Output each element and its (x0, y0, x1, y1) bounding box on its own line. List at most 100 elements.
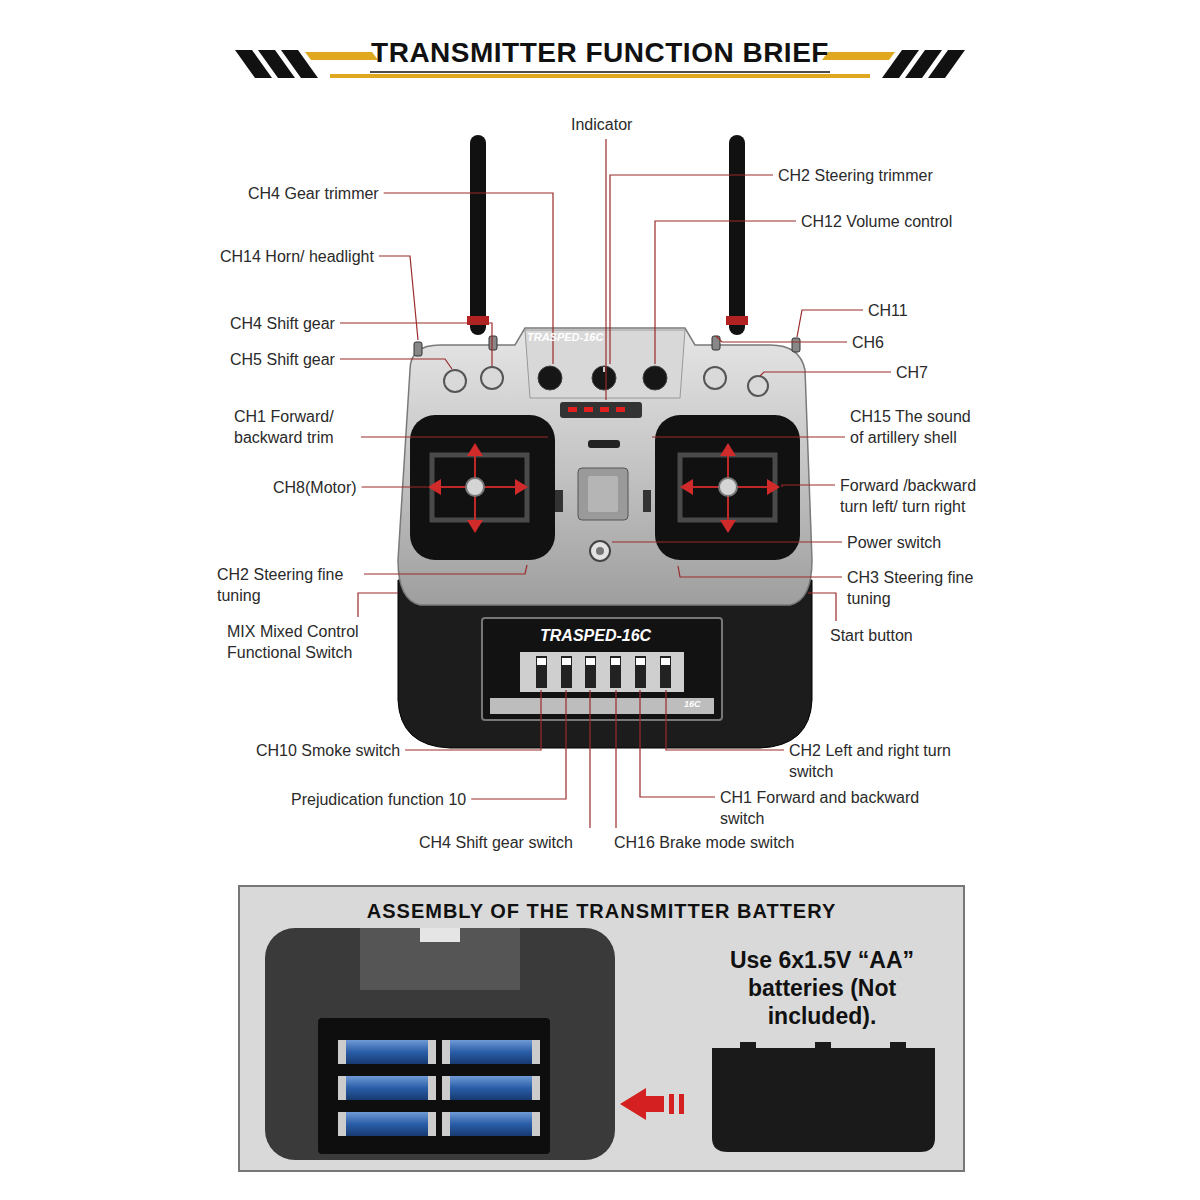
drawn-polygon (428, 479, 441, 495)
drawn-rect (562, 658, 571, 665)
leader-line (605, 139, 606, 400)
drawn-path (398, 328, 812, 605)
battery-panel (238, 885, 965, 1172)
drawn-rect (669, 1094, 674, 1114)
drawn-rect (432, 455, 527, 520)
drawn-rect (890, 1042, 906, 1050)
panel-note: Use 6x1.5V “AA” batteries (Not included)… (702, 946, 942, 1030)
drawn-rect (520, 652, 684, 692)
leader-line (797, 310, 863, 337)
drawn-rect (428, 1076, 436, 1100)
drawn-rect (536, 656, 547, 688)
drawn-rect (442, 1040, 450, 1064)
drawn-circle (538, 366, 562, 390)
drawn-rect (561, 656, 572, 688)
leader-line (615, 690, 616, 828)
callout-label: CH1 Forward/ backward trim (234, 406, 356, 448)
leader-line (589, 690, 590, 828)
leader-line (612, 541, 842, 542)
leader-line (471, 690, 566, 799)
drawn-rect (265, 928, 615, 1160)
drawn-rect (586, 658, 595, 665)
callout-label: Indicator (571, 114, 632, 135)
drawn-rect (442, 1076, 540, 1100)
callout-label: CH3 Steering fine tuning (847, 567, 989, 609)
drawn-rect (442, 1040, 540, 1064)
drawn-rect (726, 316, 748, 325)
callout-label: CH8(Motor) (273, 477, 357, 498)
drawn-path (712, 1048, 935, 1152)
drawn-line (370, 71, 830, 73)
drawn-rect (792, 338, 800, 352)
callout-label: CH7 (896, 362, 928, 383)
callout-label: CH4 Shift gear (230, 313, 335, 334)
drawn-rect (470, 135, 486, 335)
drawn-rect (660, 656, 671, 688)
drawn-circle (481, 367, 503, 389)
drawn-rect (318, 1018, 550, 1154)
leader-line (361, 436, 548, 437)
drawn-rect (636, 658, 645, 665)
panel-box: ASSEMBLY OF THE TRANSMITTER BATTERY Use 6… (238, 885, 965, 1172)
leader-line (640, 690, 715, 797)
drawn-line (330, 74, 870, 78)
callout-label: CH5 Shift gear (230, 349, 335, 370)
transmitter (398, 135, 812, 748)
drawn-circle (748, 376, 768, 396)
drawn-rect (442, 1076, 450, 1100)
drawn-rect (442, 1112, 450, 1136)
drawn-polygon (720, 520, 736, 533)
drawn-circle (596, 547, 604, 555)
drawn-rect (646, 1096, 664, 1112)
drawn-path (525, 330, 685, 398)
panel-heading: ASSEMBLY OF THE TRANSMITTER BATTERY (240, 899, 963, 923)
drawn-rect (729, 135, 745, 335)
drawn-polygon (515, 479, 528, 495)
drawn-rect (585, 656, 596, 688)
drawn-path (360, 928, 520, 990)
callout-label: CH1 Forward and backward switch (720, 787, 938, 829)
drawn-polygon (467, 520, 483, 533)
leader-line (610, 175, 773, 364)
leader-line (340, 359, 452, 369)
drawn-circle (719, 478, 737, 496)
callout-label: Forward /backward turn left/ turn right (840, 475, 992, 517)
drawn-circle (643, 366, 667, 390)
callout-label: CH10 Smoke switch (256, 740, 400, 761)
drawn-rect (428, 1040, 436, 1064)
battery-cells (338, 1040, 540, 1136)
drawn-rect (532, 1040, 540, 1064)
drawn-line (603, 367, 605, 372)
drawn-rect (611, 658, 620, 665)
callout-label: Power switch (847, 532, 941, 553)
drawn-rect (238, 885, 965, 1172)
leader-line (362, 486, 428, 487)
logo-text: TRASPED-16C (527, 331, 603, 343)
leader-line (405, 690, 541, 750)
leader-line (782, 485, 835, 487)
drawn-rect (679, 1094, 684, 1114)
leader-line (364, 565, 527, 574)
drawn-polygon (767, 479, 780, 495)
drawn-rect (482, 618, 722, 720)
drawn-circle (444, 370, 466, 392)
callout-label: Prejudication function 10 (291, 789, 466, 810)
drawn-rect (490, 698, 714, 714)
drawn-rect (338, 1112, 346, 1136)
callout-label: CH4 Shift gear switch (419, 832, 573, 853)
drawn-circle (592, 366, 616, 390)
leader-line (678, 566, 842, 577)
drawn-rect (588, 440, 620, 448)
drawn-rect (643, 490, 651, 512)
drawn-rect (338, 1112, 436, 1136)
page-title: TRANSMITTER FUNCTION BRIEF (0, 36, 1200, 70)
drawn-rect (489, 336, 497, 350)
callout-label: CH6 (852, 332, 884, 353)
drawn-rect (555, 490, 563, 512)
drawn-rect (635, 656, 646, 688)
drawn-rect (740, 1042, 756, 1050)
drawn-rect (616, 407, 625, 412)
drawn-rect (661, 658, 670, 665)
drawn-rect (560, 402, 642, 418)
